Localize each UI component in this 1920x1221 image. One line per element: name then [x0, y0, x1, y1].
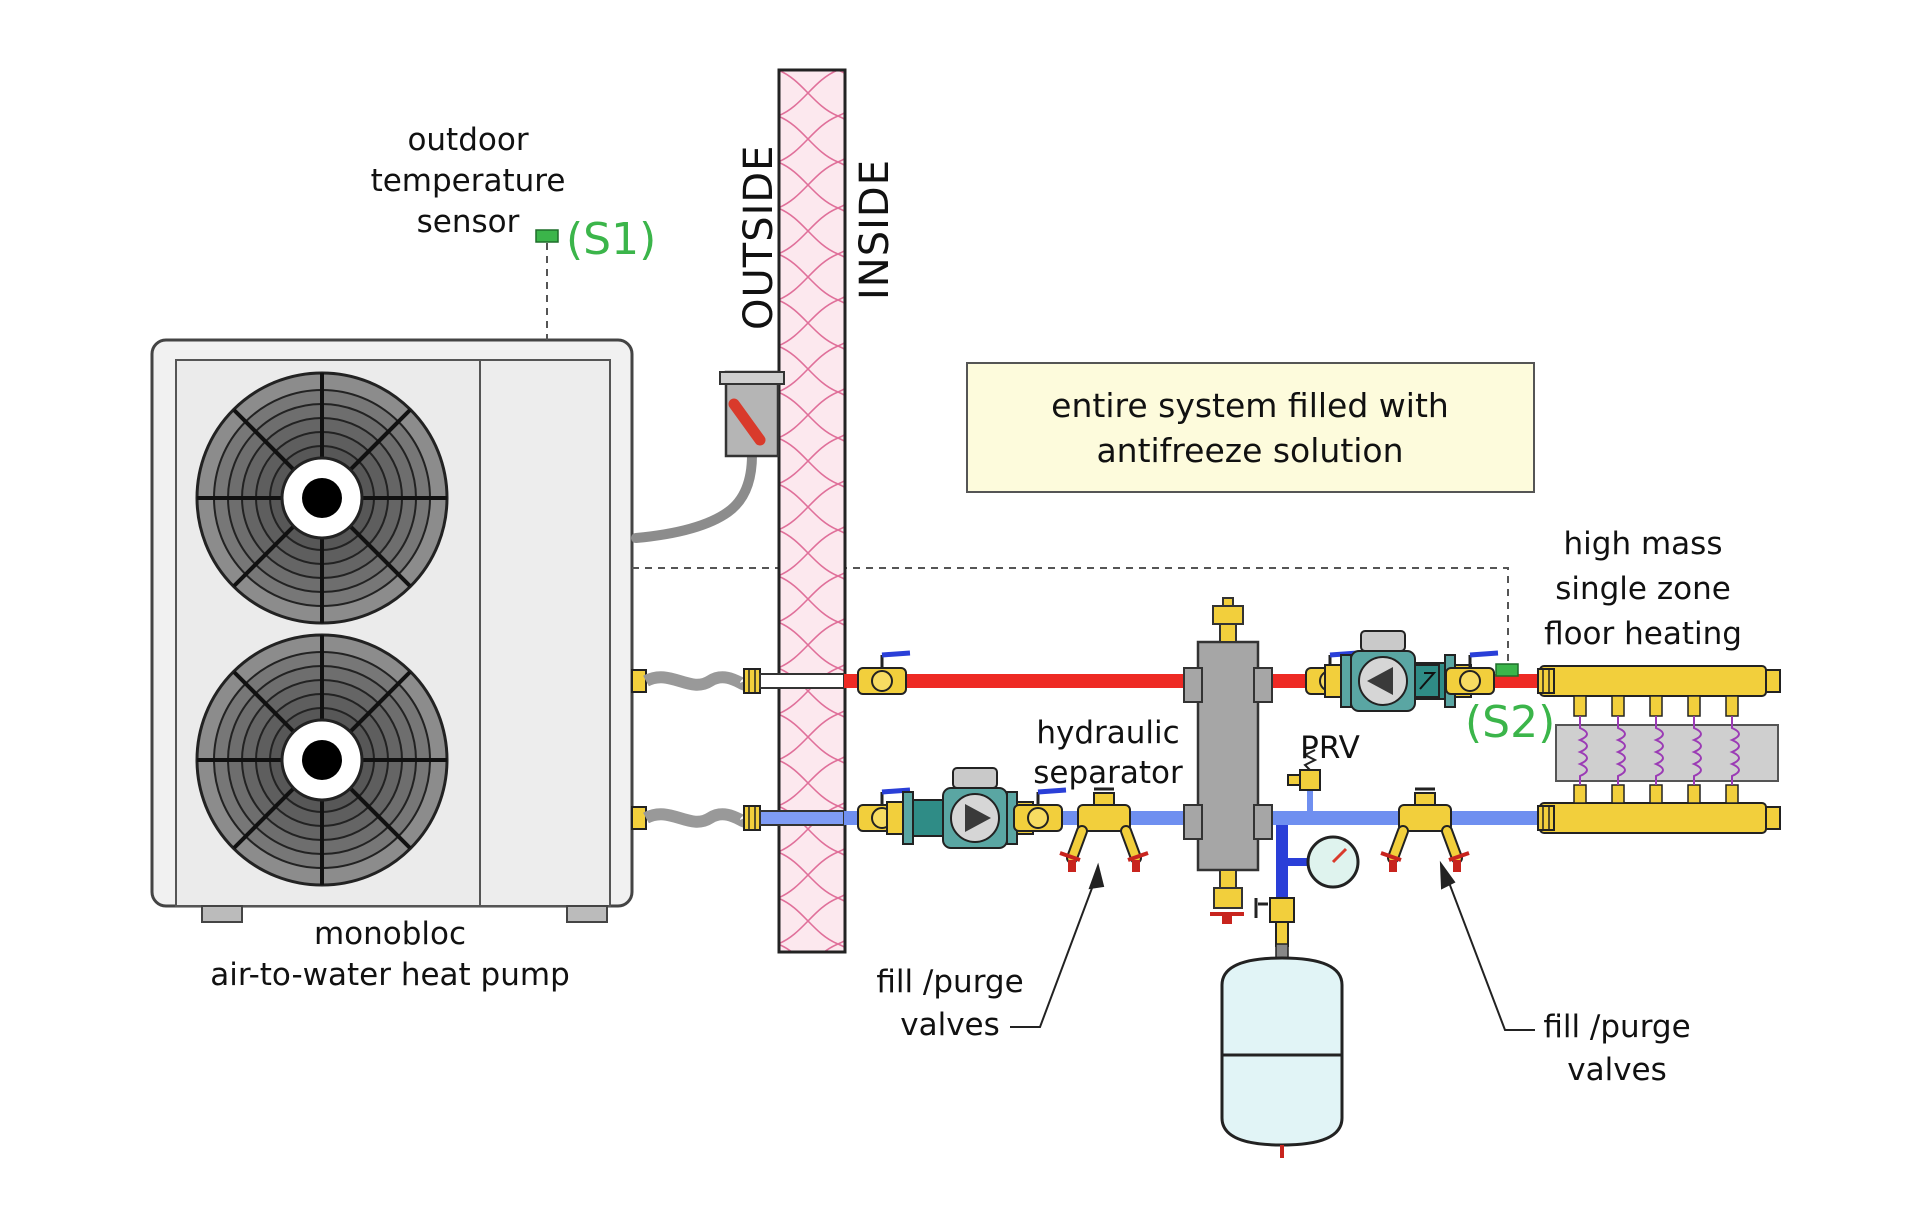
- note-line1: entire system filled with: [1051, 386, 1449, 425]
- sensor-s2-label: (S2): [1465, 697, 1555, 748]
- fill-purge-left-label-line1: fill /purge: [876, 964, 1023, 1000]
- outdoor-sensor-icon: [535, 229, 559, 243]
- inside-label: INSIDE: [852, 159, 898, 300]
- supply-ball-valve-icon: [858, 653, 910, 694]
- floor-heating-label-line3: floor heating: [1544, 616, 1742, 652]
- floor-heating-label-line1: high mass: [1564, 526, 1723, 562]
- note-line2: antifreeze solution: [1096, 431, 1403, 470]
- prv-label: PRV: [1300, 730, 1360, 766]
- floor-heating-label-line2: single zone: [1555, 571, 1731, 607]
- pressure-gauge-icon: [1306, 835, 1360, 889]
- right-fill-purge-arrow: [1439, 860, 1535, 1031]
- hydraulic-separator-icon: [1183, 597, 1273, 924]
- expansion-tank-icon: [1220, 943, 1344, 1158]
- fill-purge-right-label-line1: fill /purge: [1543, 1009, 1690, 1045]
- fill-purge-left-label-line2: valves: [900, 1007, 1000, 1043]
- outside-label: OUTSIDE: [736, 145, 782, 330]
- lower-fan-icon: [195, 633, 449, 887]
- manifold-icon: [1537, 665, 1781, 834]
- outdoor-sensor-label-line3: sensor: [417, 204, 520, 240]
- sensor-s1-label: (S1): [566, 214, 656, 265]
- heat-pump-label-line2: air-to-water heat pump: [210, 957, 570, 993]
- hydraulic-separator-label-line1: hydraulic: [1036, 715, 1179, 751]
- left-fill-purge-arrow: [1010, 862, 1105, 1028]
- hydraulic-separator-label-line2: separator: [1033, 755, 1183, 791]
- prv-icon: [1287, 749, 1321, 811]
- supply-sensor-icon: [1495, 663, 1519, 677]
- heat-pump-icon: [150, 338, 634, 923]
- heat-pump-label-line1: monobloc: [314, 916, 466, 952]
- return-circulator-pump-icon: [886, 767, 1034, 849]
- expansion-tank-branch: [1254, 825, 1310, 947]
- outdoor-sensor-label-line2: temperature: [371, 163, 566, 199]
- disconnect-switch-icon: [719, 370, 785, 458]
- upper-fan-icon: [195, 371, 449, 625]
- fill-purge-right-label-line2: valves: [1567, 1052, 1667, 1088]
- return-side-ball-valve-icon: [1014, 790, 1066, 831]
- right-fill-purge-valves-icon: [1381, 789, 1469, 872]
- note-box: [966, 362, 1535, 493]
- supply-flex-hose: [631, 668, 761, 694]
- outdoor-sensor-label-line1: outdoor: [407, 122, 528, 158]
- s2-sensor-wire: [632, 567, 1509, 670]
- supply-check-valve-icon: [1414, 664, 1440, 698]
- left-fill-purge-valves-icon: [1060, 789, 1148, 872]
- return-flex-hose: [631, 805, 761, 831]
- insulated-wall: [777, 68, 847, 954]
- power-conduit: [631, 450, 757, 543]
